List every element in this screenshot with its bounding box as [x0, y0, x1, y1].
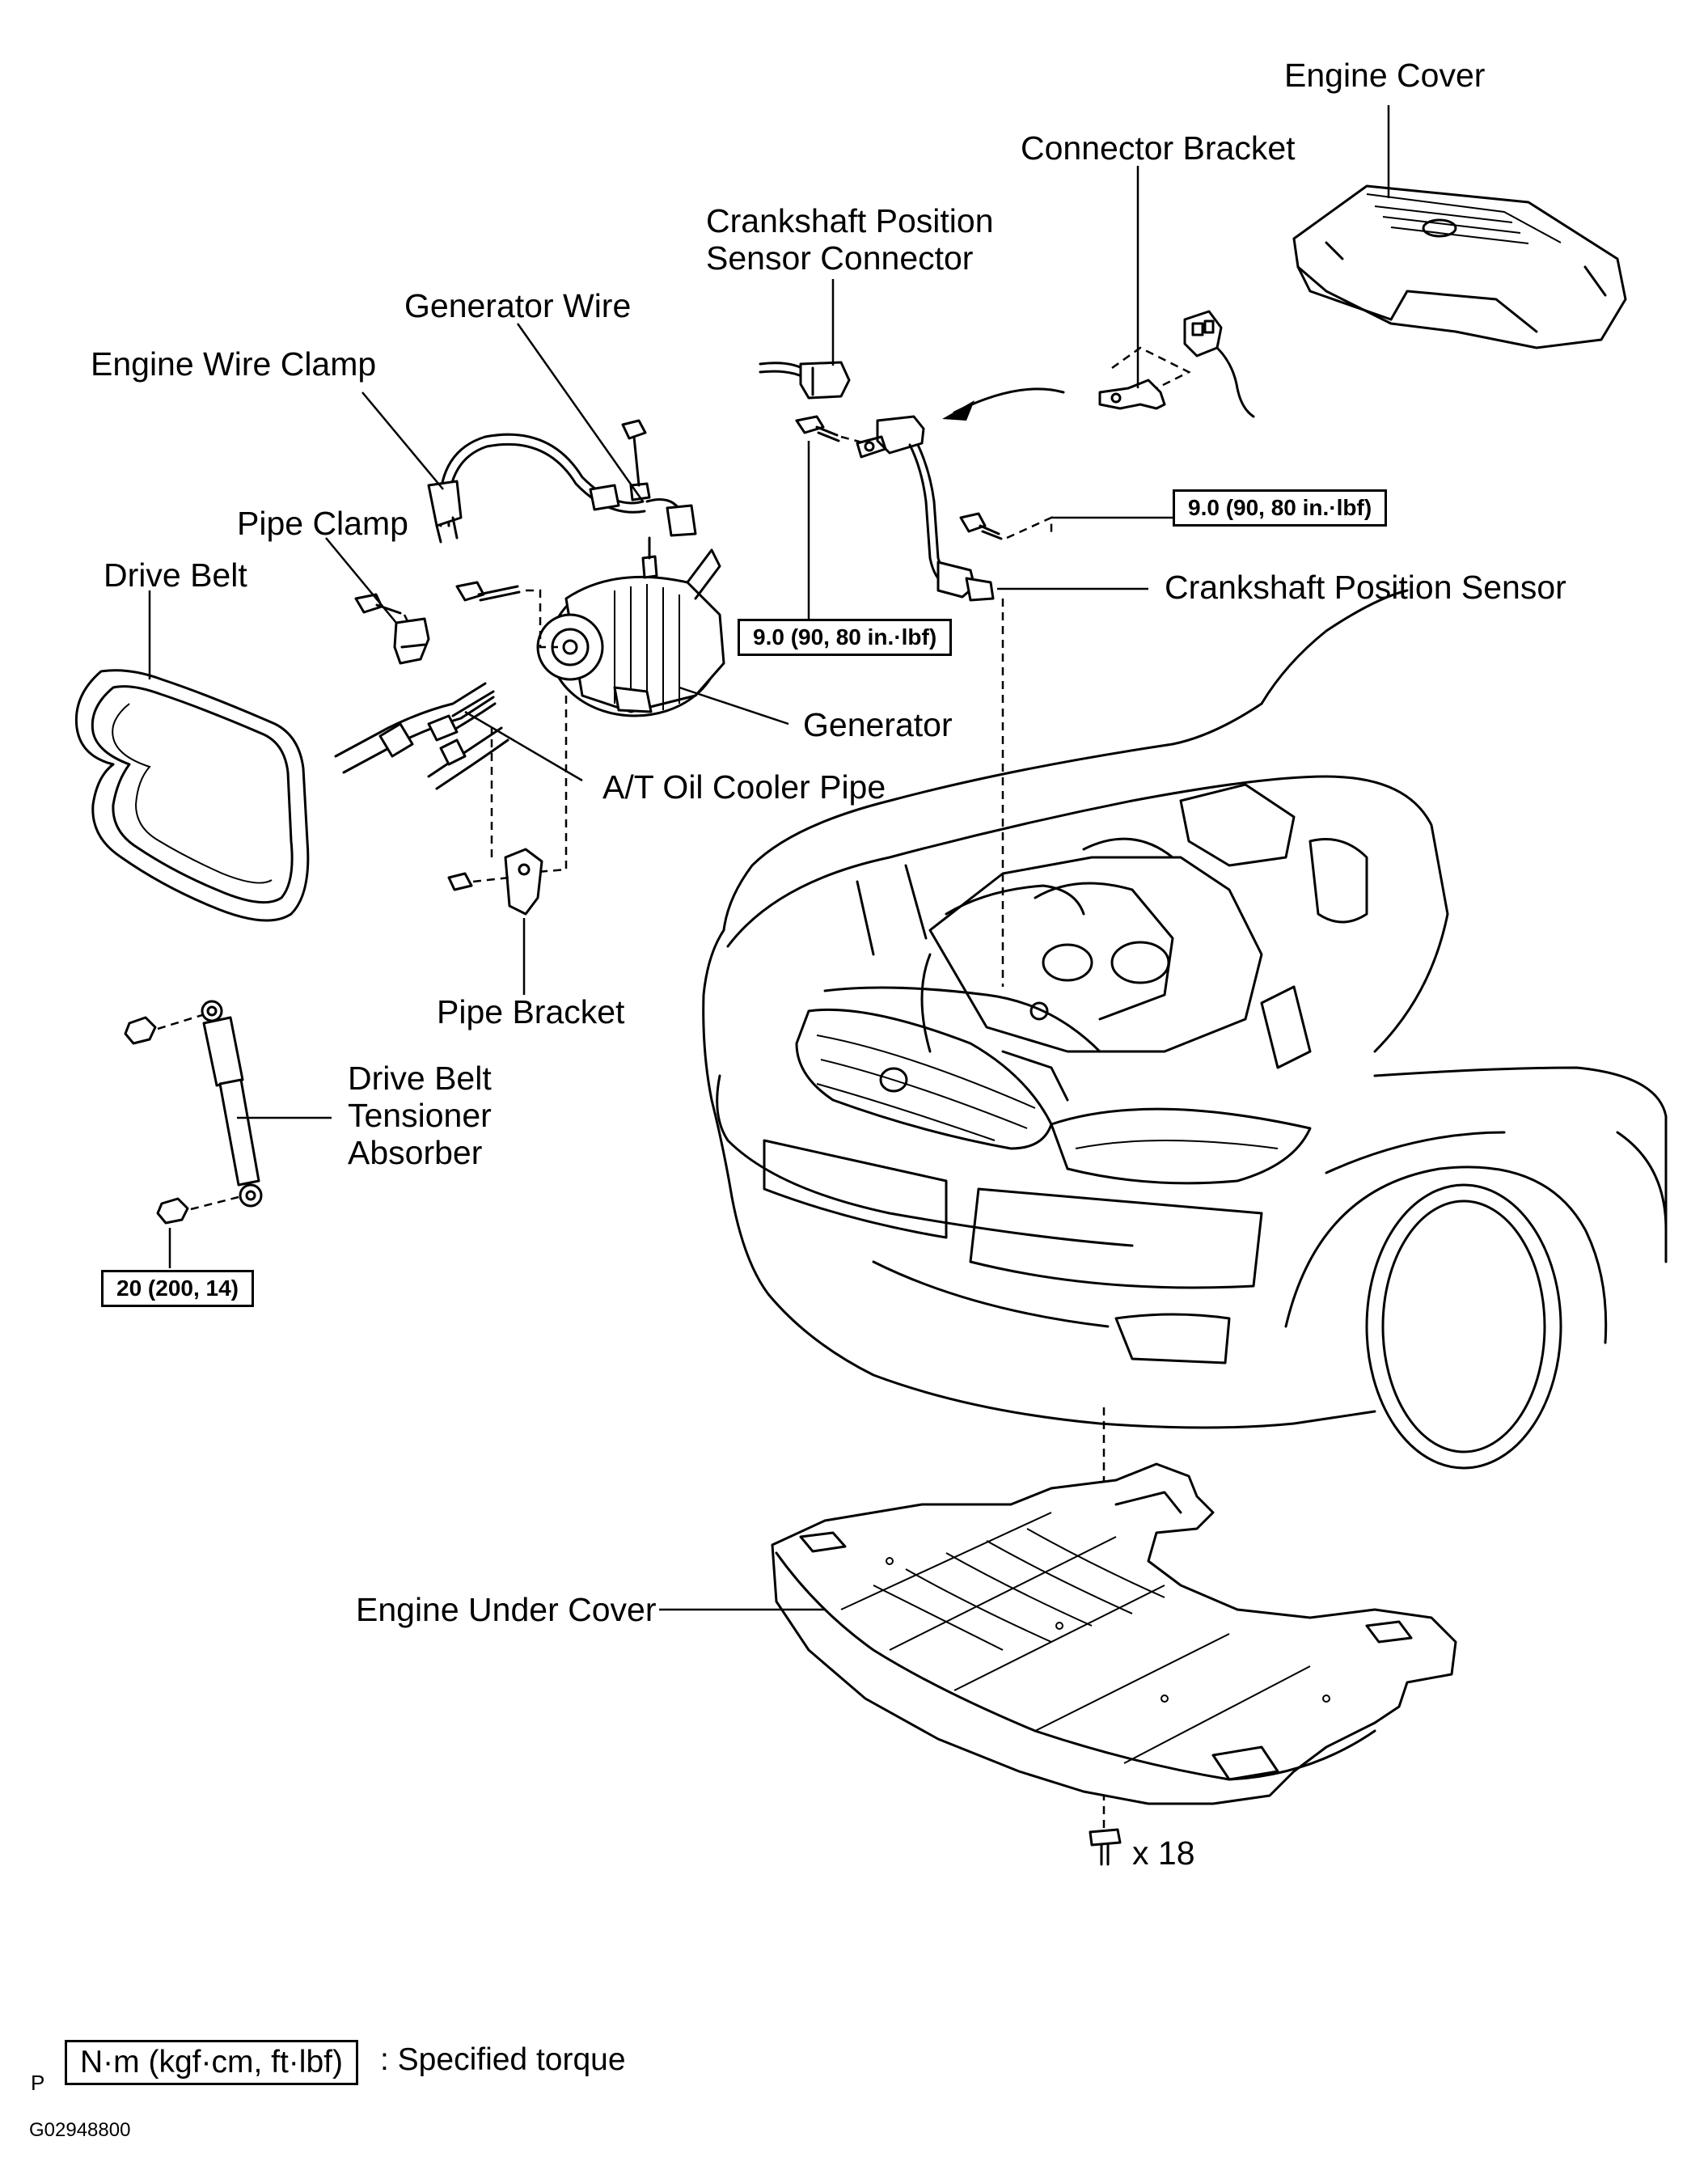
crankshaft-position-sensor-label: Crankshaft Position Sensor — [1165, 569, 1566, 606]
figure-id: G02948800 — [29, 2119, 131, 2141]
engine-under-cover-label: Engine Under Cover — [356, 1591, 657, 1628]
generator-wire-label: Generator Wire — [404, 287, 632, 324]
engine-cover-part — [1292, 184, 1627, 349]
engine-wire-clamp-part — [427, 480, 463, 544]
connector-bracket-part — [1098, 310, 1255, 418]
install-arrow — [942, 387, 1065, 421]
crankshaft-position-sensor-connector-part — [759, 361, 851, 400]
sensor-bolt — [959, 512, 1053, 540]
drive-belt-tensioner-absorber-label-line3: Absorber — [348, 1134, 483, 1171]
generator-lower-bolt-guide — [517, 696, 568, 875]
generator-label: Generator — [803, 706, 953, 743]
bolt-count-label: x 18 — [1132, 1834, 1195, 1872]
engine-under-cover-part — [771, 1462, 1457, 1805]
connector-bracket-label: Connector Bracket — [1021, 129, 1296, 167]
sensor-bracket-bolt — [795, 415, 866, 445]
at-oil-cooler-pipe-part — [334, 682, 509, 790]
drive-belt-label: Drive Belt — [104, 556, 247, 594]
crankshaft-position-sensor-part — [856, 415, 995, 602]
pipe-bracket-part — [447, 728, 543, 916]
engine-cover-label: Engine Cover — [1284, 57, 1486, 94]
pipe-bracket-label: Pipe Bracket — [437, 993, 625, 1030]
drive-belt-tensioner-absorber-label-line1: Drive Belt — [348, 1060, 492, 1097]
at-oil-cooler-pipe-label: A/T Oil Cooler Pipe — [602, 768, 886, 806]
drive-belt-part — [74, 669, 310, 922]
torque-legend-description: : Specified torque — [380, 2042, 626, 2077]
torque-spec-sensor-bolt: 9.0 (90, 80 in.·lbf) — [738, 619, 953, 656]
torque-spec-tensioner-nut: 20 (200, 14) — [101, 1270, 254, 1307]
generator-part — [536, 536, 725, 717]
torque-legend-unit-box: N·m (kgf·cm, ft·lbf) — [65, 2040, 358, 2085]
under-cover-bolt-icon — [1089, 1828, 1122, 1866]
pipe-clamp-part — [354, 593, 430, 665]
drive-belt-tensioner-absorber-part — [124, 1000, 263, 1225]
drive-belt-tensioner-absorber-label-line2: Tensioner — [348, 1097, 492, 1134]
leader-lines — [148, 105, 1390, 1611]
page-marker: P — [31, 2071, 45, 2095]
crankshaft-position-sensor-connector-label-line2: Sensor Connector — [706, 239, 974, 277]
pipe-clamp-label: Pipe Clamp — [237, 505, 408, 542]
vehicle-front-outline — [702, 589, 1668, 1470]
torque-spec-bracket-bolt: 9.0 (90, 80 in.·lbf) — [1173, 489, 1388, 527]
engine-wire-clamp-label: Engine Wire Clamp — [91, 345, 377, 383]
generator-wire-part — [438, 419, 697, 537]
crankshaft-position-sensor-connector-label-line1: Crankshaft Position — [706, 202, 994, 239]
generator-upper-bolt — [455, 581, 558, 649]
